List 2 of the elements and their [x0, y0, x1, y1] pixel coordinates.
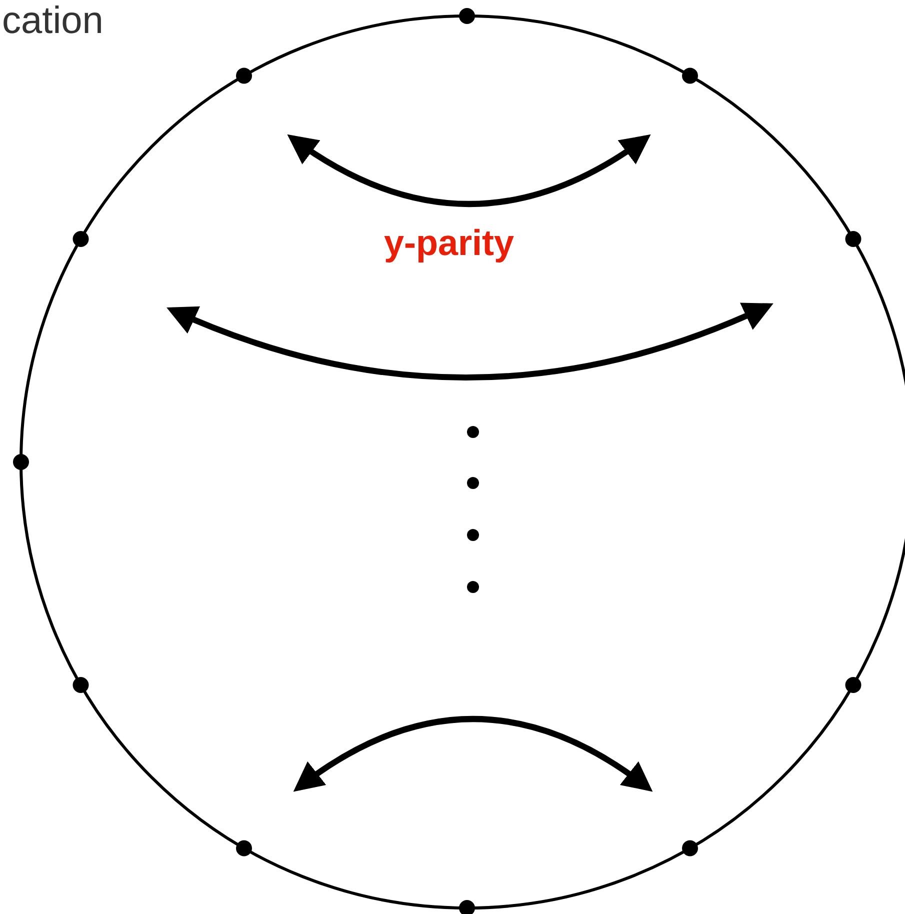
- parity-label: y-parity: [384, 222, 514, 264]
- heading-fragment: cation: [2, 0, 104, 43]
